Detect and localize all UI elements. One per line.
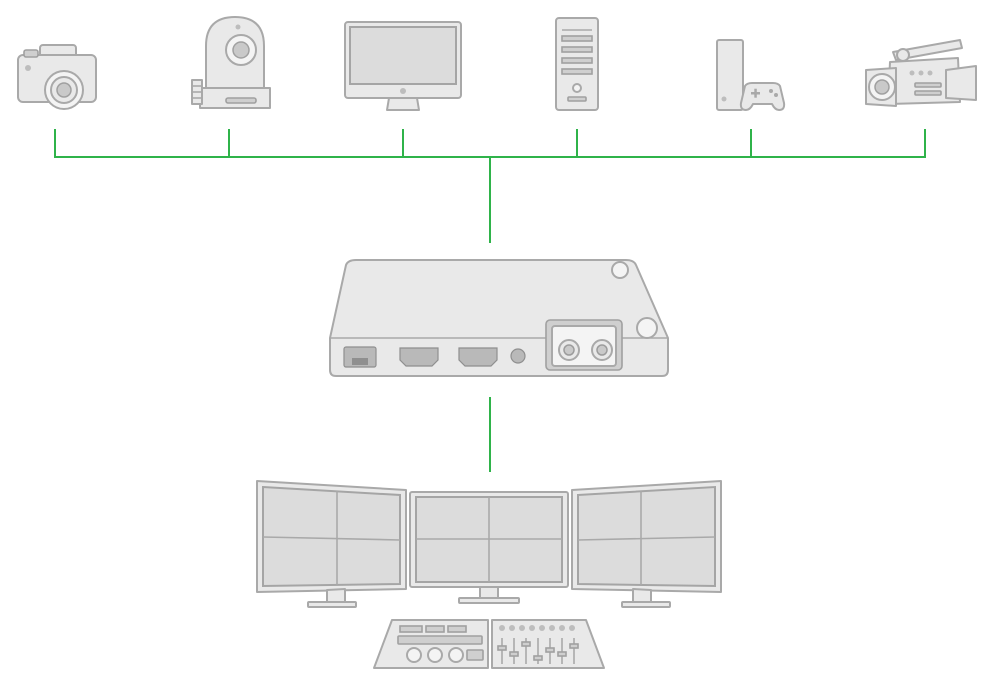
multiview-workstation-icon [256,480,722,669]
photo-camera-icon [17,44,97,110]
center-monitor [409,491,569,604]
control-surface [373,619,605,669]
right-monitor [571,480,722,608]
tower-computer-icon [555,17,599,111]
camcorder-icon [865,39,977,107]
connector-lines [54,129,926,472]
desktop-monitor-icon [344,21,462,111]
left-monitor [256,480,407,608]
capture-device-icon [329,259,669,377]
ptz-camera-icon [191,16,271,109]
game-console-icon [716,39,786,111]
